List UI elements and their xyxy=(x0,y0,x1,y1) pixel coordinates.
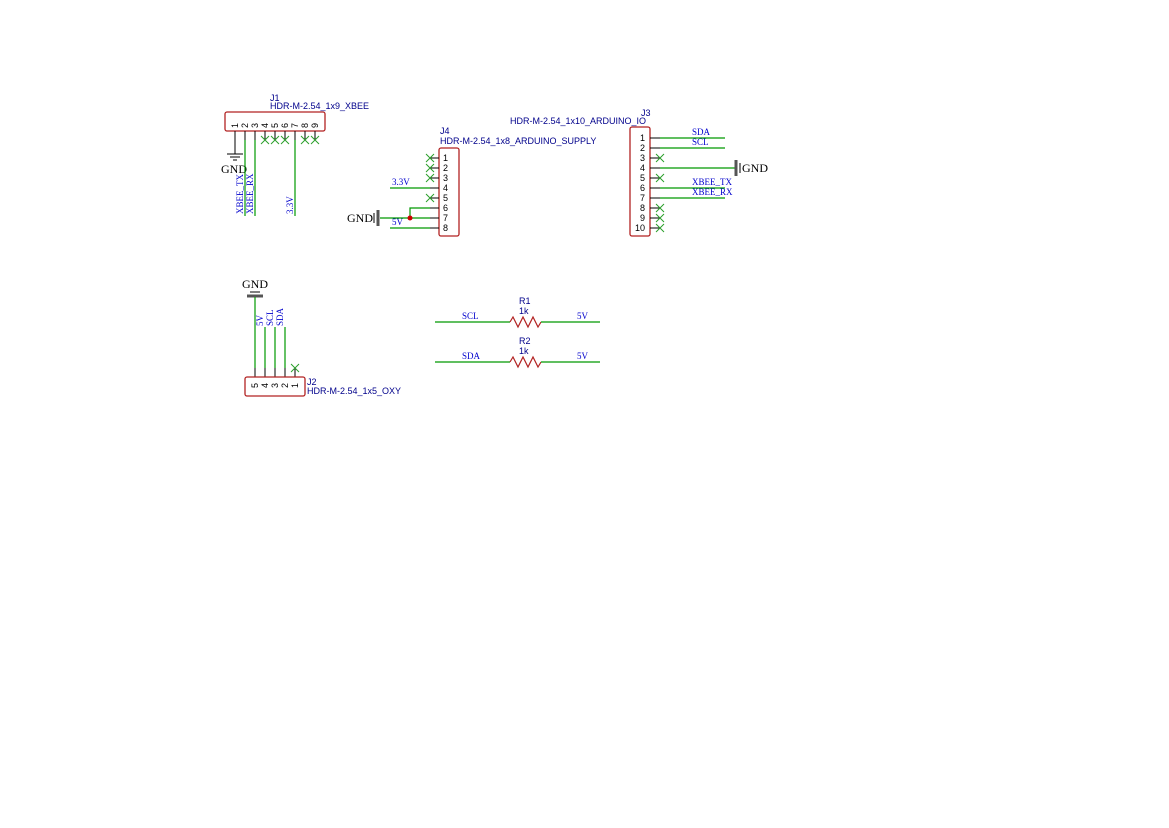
resistor-r1: R1 1k SCL 5V xyxy=(435,296,600,329)
j4-junction-dot xyxy=(407,215,413,221)
j2-net-5v: 5V xyxy=(255,315,265,327)
r1-net-5v: 5V xyxy=(577,311,589,321)
j1-net-xbee-rx: XBEE_RX xyxy=(245,173,255,214)
j4-reference: J4 xyxy=(440,126,450,136)
j3-pin-10: 10 xyxy=(635,223,645,233)
j3-reference: J3 xyxy=(641,108,651,118)
j1-gnd-symbol: GND xyxy=(221,140,247,176)
r2-net-sda: SDA xyxy=(462,351,481,361)
r1-zigzag xyxy=(509,315,542,329)
j4-wire-gnd-bridge xyxy=(409,207,430,219)
j2-pin-2: 2 xyxy=(280,383,290,388)
j2-pin-1: 1 xyxy=(290,383,300,388)
j1-pin-1: 1 xyxy=(230,123,240,128)
connector-j1: J1 HDR-M-2.54_1x9_XBEE 1 2 3 4 5 6 7 8 9 xyxy=(221,93,369,216)
j4-net-3v3: 3.3V xyxy=(392,177,410,187)
j2-gnd-label: GND xyxy=(242,277,268,291)
j4-pin-5: 5 xyxy=(443,193,448,203)
j3-pin-7: 7 xyxy=(640,193,645,203)
j4-pin-2: 2 xyxy=(443,163,448,173)
j3-body xyxy=(629,126,651,237)
resistor-r2: R2 1k SDA 5V xyxy=(435,336,600,369)
j3-pin-8: 8 xyxy=(640,203,645,213)
r2-zigzag xyxy=(509,355,542,369)
j4-pin-7: 7 xyxy=(443,213,448,223)
j2-pin-3: 3 xyxy=(270,383,280,388)
j1-pin-7: 7 xyxy=(290,123,300,128)
j1-net-3v3: 3.3V xyxy=(285,196,295,214)
j4-pin-6: 6 xyxy=(443,203,448,213)
j3-net-sda: SDA xyxy=(692,127,711,137)
j3-net-xbee-tx: XBEE_TX xyxy=(692,177,732,187)
j1-pin-4: 4 xyxy=(260,123,270,128)
j4-net-5v: 5V xyxy=(392,217,404,227)
j1-pin-8: 8 xyxy=(300,123,310,128)
connector-j4: J4 HDR-M-2.54_1x8_ARDUINO_SUPPLY 1 2 3 4… xyxy=(347,126,596,237)
j4-value: HDR-M-2.54_1x8_ARDUINO_SUPPLY xyxy=(440,136,596,146)
j3-gnd-label: GND xyxy=(742,161,768,175)
j1-no-connect-markers xyxy=(260,135,320,145)
r2-reference: R2 xyxy=(519,336,531,346)
r2-net-5v: 5V xyxy=(577,351,589,361)
j3-pin-2: 2 xyxy=(640,143,645,153)
j3-pin-1: 1 xyxy=(640,133,645,143)
j2-net-sda: SDA xyxy=(275,307,285,326)
j2-no-connect-marker xyxy=(290,363,300,373)
j1-pin-2: 2 xyxy=(240,123,250,128)
j2-pin-leads xyxy=(254,368,296,377)
j1-pin-leads xyxy=(234,131,316,140)
j1-net-xbee-tx: XBEE_TX xyxy=(235,174,245,214)
j4-no-connect-markers xyxy=(425,153,435,203)
j2-pin-4: 4 xyxy=(260,383,270,388)
j1-pin-6: 6 xyxy=(280,123,290,128)
j2-value: HDR-M-2.54_1x5_OXY xyxy=(307,386,401,396)
r1-value: 1k xyxy=(519,306,529,316)
j2-net-scl: SCL xyxy=(265,309,275,326)
r2-value: 1k xyxy=(519,346,529,356)
j4-body xyxy=(438,147,460,237)
j1-pin-3: 3 xyxy=(250,123,260,128)
j3-pin-3: 3 xyxy=(640,153,645,163)
j4-gnd-label: GND xyxy=(347,211,373,225)
j3-pin-4: 4 xyxy=(640,163,645,173)
j2-reference: J2 xyxy=(307,377,317,387)
j1-value: HDR-M-2.54_1x9_XBEE xyxy=(270,101,369,111)
j3-pin-6: 6 xyxy=(640,183,645,193)
r1-reference: R1 xyxy=(519,296,531,306)
j3-no-connect-markers xyxy=(655,153,665,233)
j3-pin-numbers: 1 2 3 4 5 6 7 8 9 10 xyxy=(635,133,645,233)
j4-pin-leads xyxy=(430,157,439,229)
r1-net-scl: SCL xyxy=(462,311,479,321)
j2-pin-numbers: 5 4 3 2 1 xyxy=(250,383,300,388)
j2-body xyxy=(244,376,306,397)
j1-pin-5: 5 xyxy=(270,123,280,128)
j4-pin-1: 1 xyxy=(443,153,448,163)
connector-j2: GND 5V SCL SDA 5 4 3 2 1 J2 HDR-M-2.54_1… xyxy=(242,277,401,397)
j3-gnd-symbol: GND xyxy=(734,160,768,176)
j4-pin-4: 4 xyxy=(443,183,448,193)
j4-pin-3: 3 xyxy=(443,173,448,183)
j1-reference: J1 xyxy=(270,93,280,103)
j4-pin-numbers: 1 2 3 4 5 6 7 8 xyxy=(443,153,448,233)
j3-value: HDR-M-2.54_1x10_ARDUINO_IO xyxy=(510,116,646,126)
j3-net-xbee-rx: XBEE_RX xyxy=(692,187,733,197)
j1-pin-numbers: 1 2 3 4 5 6 7 8 9 xyxy=(230,123,320,128)
j1-gnd-label: GND xyxy=(221,162,247,176)
j3-net-scl: SCL xyxy=(692,137,709,147)
connector-j3: J3 HDR-M-2.54_1x10_ARDUINO_IO 1 2 3 4 5 … xyxy=(510,108,768,237)
j3-pin-leads xyxy=(650,137,660,229)
j2-gnd-symbol: GND xyxy=(242,277,268,298)
j2-pin-5: 5 xyxy=(250,383,260,388)
j4-pin-8: 8 xyxy=(443,223,448,233)
j3-pin-5: 5 xyxy=(640,173,645,183)
j4-gnd-symbol: GND xyxy=(347,210,380,226)
j1-pin-9: 9 xyxy=(310,123,320,128)
j3-pin-9: 9 xyxy=(640,213,645,223)
